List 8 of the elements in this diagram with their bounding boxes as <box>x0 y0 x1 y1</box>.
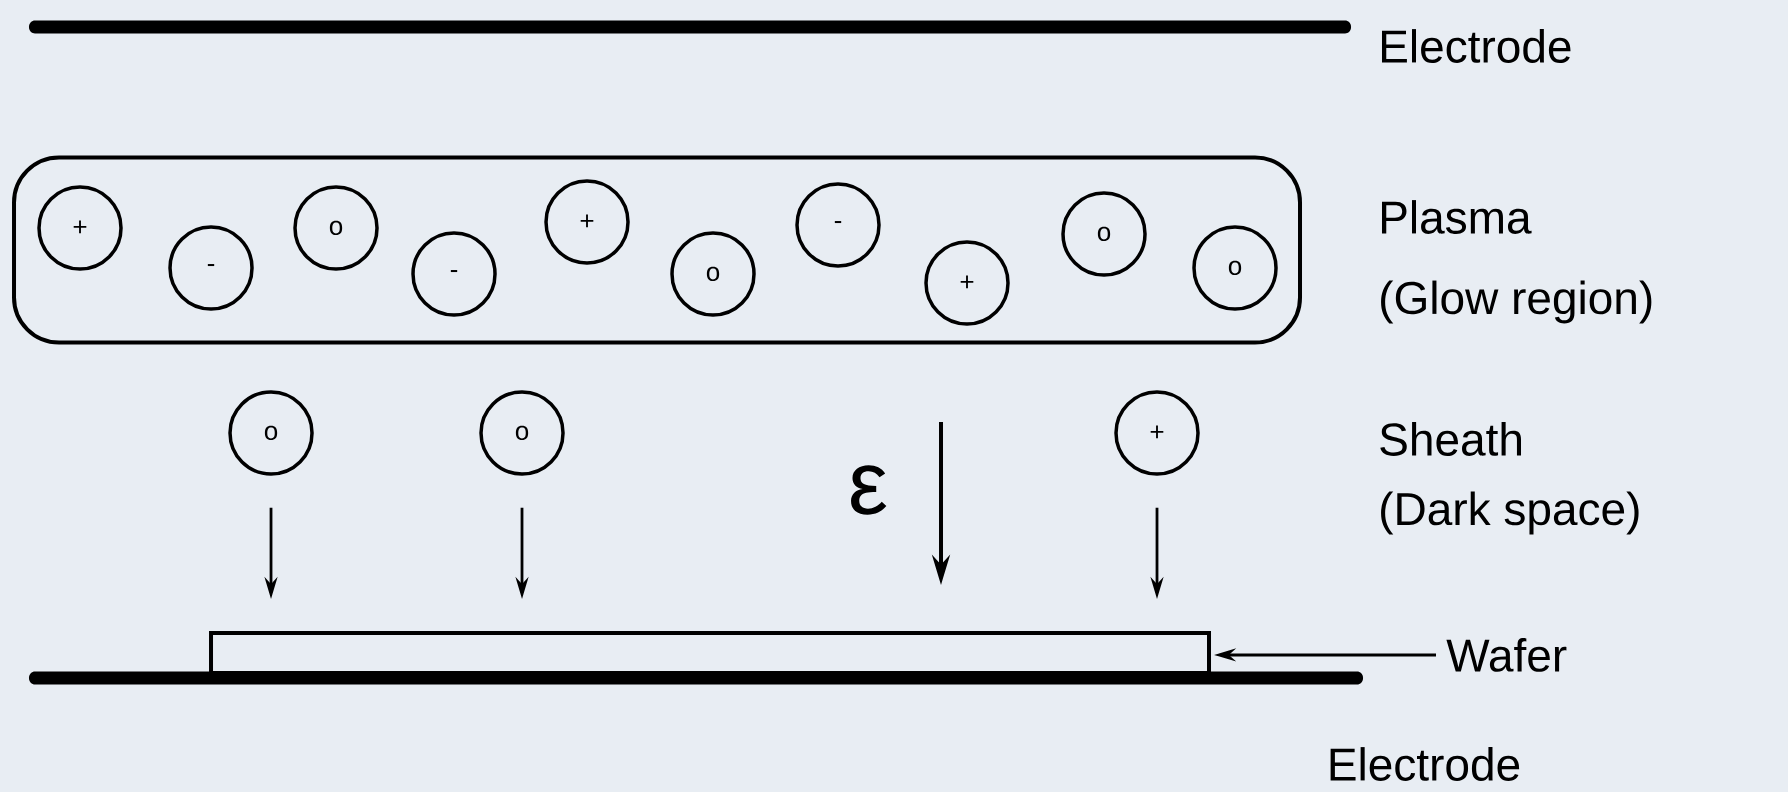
electrode-label: Electrode <box>1382 29 1571 63</box>
region-label: (Glow region) <box>1381 280 1652 324</box>
electrode-label: Electrode <box>1330 747 1520 781</box>
region-label: (Dark space) <box>1381 491 1639 535</box>
field-symbol: ε <box>851 465 887 515</box>
wafer-label: Wafer <box>1446 638 1567 672</box>
region-label: Sheath <box>1380 422 1521 456</box>
region-label: Plasma <box>1382 200 1532 234</box>
